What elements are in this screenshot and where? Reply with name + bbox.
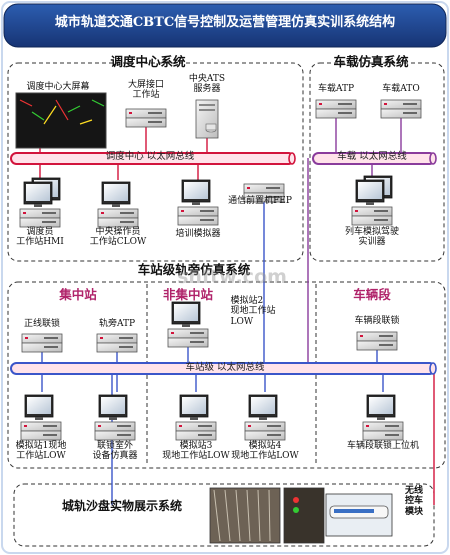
- fep-label: 通信前置机FEP: [228, 196, 292, 206]
- wireless-module-label: 无线 控车 模块: [404, 486, 424, 517]
- station-sim-box: [7, 281, 446, 469]
- onboard-ato-device: [380, 99, 422, 119]
- ats-server-device: [195, 99, 219, 139]
- interlocking-label: 正线联锁: [23, 319, 61, 329]
- driver-sim-label: 列车模拟驾驶 实训器: [344, 227, 400, 248]
- onboard-atp-label: 车载ATP: [317, 84, 355, 94]
- sim-station2-device-monitor: [171, 301, 201, 327]
- io-sim-label: 联锁室外 设备仿真器: [92, 441, 138, 462]
- onboard-atp-device: [315, 99, 357, 119]
- big-screen-label: 调度中心大屏幕: [26, 82, 90, 92]
- big-screen-ws-device: [125, 108, 167, 128]
- training-sim-device-monitor: [181, 179, 211, 205]
- big-screen-track-4: [67, 105, 81, 113]
- depot-interlocking-device: [356, 331, 398, 351]
- central-op-ws-label: 中央操作员 工作站CLOW: [89, 227, 147, 248]
- central-op-ws-device-monitor: [101, 181, 131, 207]
- io-sim-device-cpu: [94, 421, 136, 441]
- big-screen-track-3: [55, 99, 69, 121]
- big-screen-track-1: [31, 111, 45, 121]
- onboard-bus-label: 车载 以太网总线: [337, 151, 407, 162]
- trackside-atp-label: 轨旁ATP: [98, 319, 136, 329]
- big-screen-track-5: [79, 119, 93, 125]
- training-sim-device-cpu: [177, 206, 219, 226]
- sim-station2-device-cpu: [167, 328, 209, 348]
- big-screen-ws-label: 大屏接口 工作站: [127, 80, 165, 101]
- trackside-atp-device: [96, 333, 138, 353]
- depot-upper-device-monitor: [366, 394, 396, 420]
- onboard-bus-cap: [429, 152, 437, 165]
- dispatcher-ws-device-monitor: [23, 181, 53, 207]
- title-bar: [3, 3, 447, 48]
- sim-station1-device-monitor: [24, 394, 54, 420]
- fep-device: [243, 183, 285, 203]
- sandtable-box: [13, 483, 435, 547]
- sim-station3-label: 模拟站3 现地工作站LOW: [162, 441, 230, 462]
- dispatch-bus-label: 调度中心 以太网总线: [105, 151, 195, 162]
- dispatcher-ws-label: 调度员 工作站HMI: [16, 227, 64, 248]
- io-sim-device-monitor: [98, 394, 128, 420]
- watermark: shftw.com: [177, 266, 287, 288]
- big-screen-track-2: [43, 105, 57, 125]
- depot-title: 车辆段: [353, 287, 391, 302]
- depot-upper-device-cpu: [362, 421, 404, 441]
- driver-sim-device-monitor: [355, 179, 385, 205]
- big-screen-display: [15, 92, 107, 149]
- training-sim-label: 培训模拟器: [175, 229, 221, 239]
- station-bus-cap: [429, 362, 437, 375]
- station-sim-title: 车站级轨旁仿真系统: [137, 262, 251, 277]
- interlocking-device: [21, 333, 63, 353]
- dispatcher-ws-device-cpu: [19, 208, 61, 228]
- depot-interlocking-label: 车辆段联锁: [354, 316, 400, 326]
- onboard-ato-label: 车载ATO: [382, 84, 420, 94]
- sim-station3-device-monitor: [179, 394, 209, 420]
- sim-station4-device-cpu: [244, 421, 286, 441]
- onboard-sim-box: [309, 62, 445, 262]
- diagram-title: 城市轨道交通CBTC信号控制及运营管理仿真实训系统结构: [54, 15, 396, 30]
- dispatch-center-box: [7, 62, 304, 262]
- central-station-title: 集中站: [59, 287, 97, 302]
- sim-station1-label: 模拟站1现地 工作站LOW: [15, 441, 67, 462]
- station-bus-label: 车站级 以太网总线: [185, 362, 265, 373]
- dispatch-center-title: 调度中心系统: [110, 54, 186, 69]
- noncentral-station-title: 非集中站: [162, 287, 214, 302]
- ats-server-label: 中央ATS 服务器: [188, 74, 226, 95]
- sandtable-title: 城轨沙盘实物展示系统: [61, 499, 183, 513]
- sim-station2-label: 模拟站2 现地工作站 LOW: [230, 296, 276, 327]
- sim-station3-device-cpu: [175, 421, 217, 441]
- sandtable-photos: [209, 487, 393, 544]
- driver-sim-device-cpu: [351, 206, 393, 226]
- sim-station4-label: 模拟站4 现地工作站LOW: [231, 441, 299, 462]
- big-screen-track-6: [91, 99, 105, 107]
- big-screen-track-0: [19, 99, 33, 107]
- sim-station4-device-monitor: [248, 394, 278, 420]
- dispatch-bus-cap: [288, 152, 296, 165]
- sim-station1-device-cpu: [20, 421, 62, 441]
- onboard-sim-title: 车载仿真系统: [333, 54, 409, 69]
- central-op-ws-device-cpu: [97, 208, 139, 228]
- depot-upper-label: 车辆段联锁上位机: [346, 441, 420, 451]
